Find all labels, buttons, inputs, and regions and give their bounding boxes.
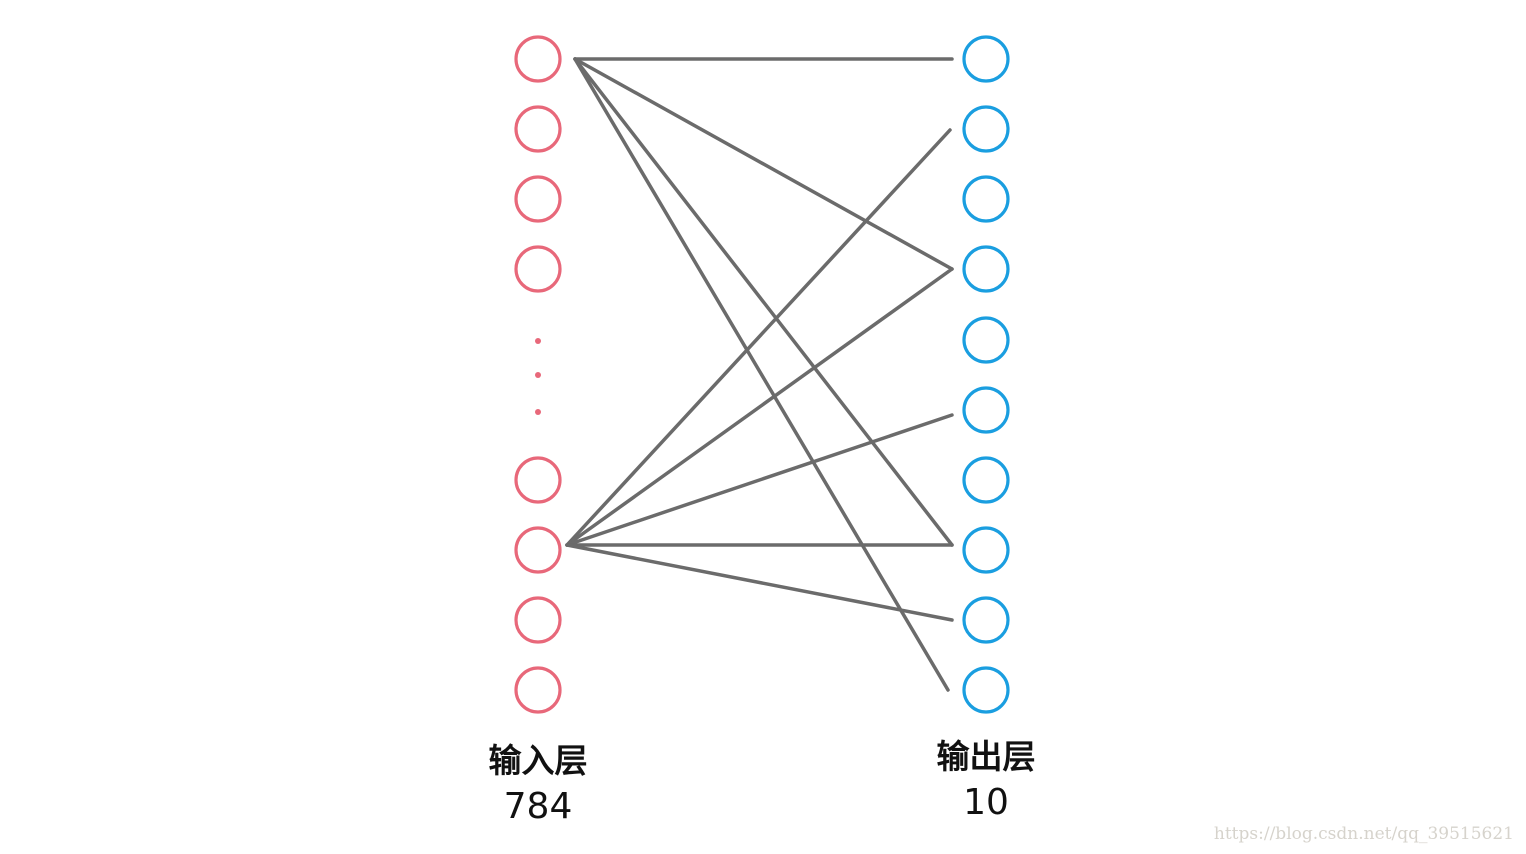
output-node-circle [962, 666, 1010, 714]
output-node-circle [962, 175, 1010, 223]
connection-edges [565, 57, 954, 692]
watermark-url: https://blog.csdn.net/qq_39515621 [1213, 824, 1514, 844]
edge-line [573, 57, 954, 271]
output-node-circle [962, 596, 1010, 644]
input-node-circle [514, 596, 562, 644]
edge-line [565, 543, 954, 622]
ellipsis-dot [535, 372, 541, 378]
input-node-circle [514, 245, 562, 293]
input-node-circle [514, 666, 562, 714]
input-node-circle [514, 35, 562, 83]
output-node-circle [962, 35, 1010, 83]
input-layer-nodes [514, 35, 562, 714]
input-node-circle [514, 526, 562, 574]
output-layer-count: 10 [963, 782, 1009, 823]
ellipsis-dot [535, 409, 541, 415]
output-layer-nodes [962, 35, 1010, 714]
output-node-circle [962, 105, 1010, 153]
output-node-circle [962, 456, 1010, 504]
input-layer-label: 输入层 [488, 741, 588, 780]
ellipsis-dot [535, 338, 541, 344]
edge-line [565, 413, 954, 547]
edge-line [565, 128, 952, 547]
input-layer-count: 784 [503, 786, 573, 827]
output-node-circle [962, 245, 1010, 293]
input-node-circle [514, 175, 562, 223]
edge-line [573, 57, 954, 547]
input-ellipsis-dots [535, 338, 541, 415]
edge-line [573, 57, 950, 692]
output-node-circle [962, 316, 1010, 364]
output-node-circle [962, 386, 1010, 434]
input-node-circle [514, 105, 562, 153]
output-node-circle [962, 526, 1010, 574]
edge-line [565, 267, 954, 547]
input-node-circle [514, 456, 562, 504]
output-layer-label: 输出层 [936, 737, 1036, 776]
